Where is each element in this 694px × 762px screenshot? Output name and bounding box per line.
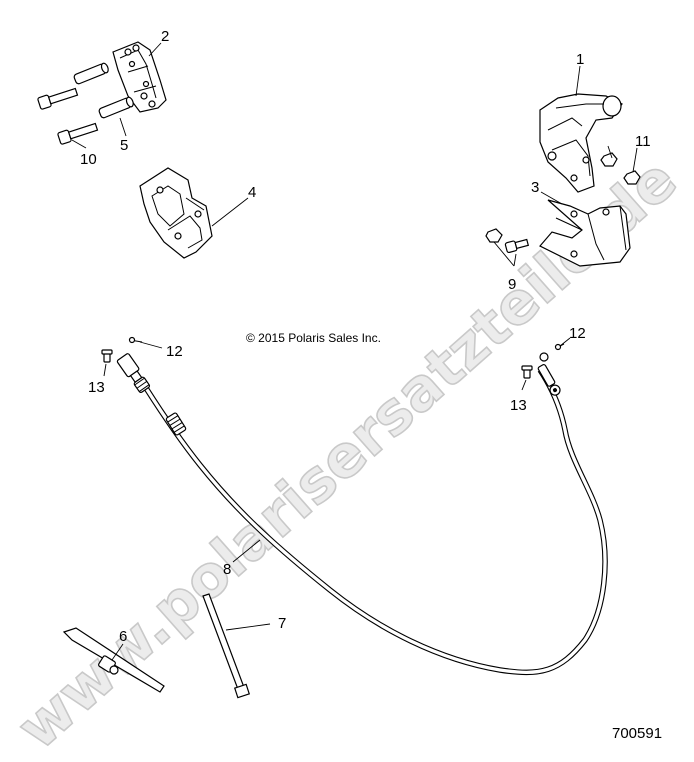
callout-13-left: 13 [88,379,105,396]
part-10-bolts [37,87,99,145]
part-5-sleeves [73,62,134,119]
callout-11: 11 [635,133,651,150]
callout-12-left: 12 [166,343,183,360]
callout-3: 3 [531,179,539,196]
copyright-notice: © 2015 Polaris Sales Inc. [246,331,381,345]
callout-labels: 1 2 3 4 5 6 7 8 9 10 11 12 12 13 13 [80,28,651,645]
part-3-bracket [539,199,631,267]
part-2-hinge-bracket [112,41,167,113]
callout-8: 8 [223,561,231,578]
callout-7: 7 [278,615,286,632]
part-7-cable-tie [202,593,251,699]
callout-13-right: 13 [510,397,527,414]
callout-5: 5 [120,137,128,154]
callout-4: 4 [248,184,256,201]
callout-10: 10 [80,151,97,168]
part-6-clamp-tie [62,627,165,693]
part-11-nuts [600,152,641,185]
callout-2: 2 [161,28,169,45]
callout-9: 9 [508,276,516,293]
part-1-handle [539,93,623,193]
leader-lines [71,42,638,661]
part-9-fasteners [485,228,530,254]
document-number: 700591 [612,725,662,742]
callout-12-right: 12 [569,325,586,342]
callout-6: 6 [119,628,127,645]
part-13-clevis-pins [101,349,533,379]
callout-1: 1 [576,51,584,68]
part-4-mount-plate [139,167,213,259]
part-8-cable [116,352,608,676]
